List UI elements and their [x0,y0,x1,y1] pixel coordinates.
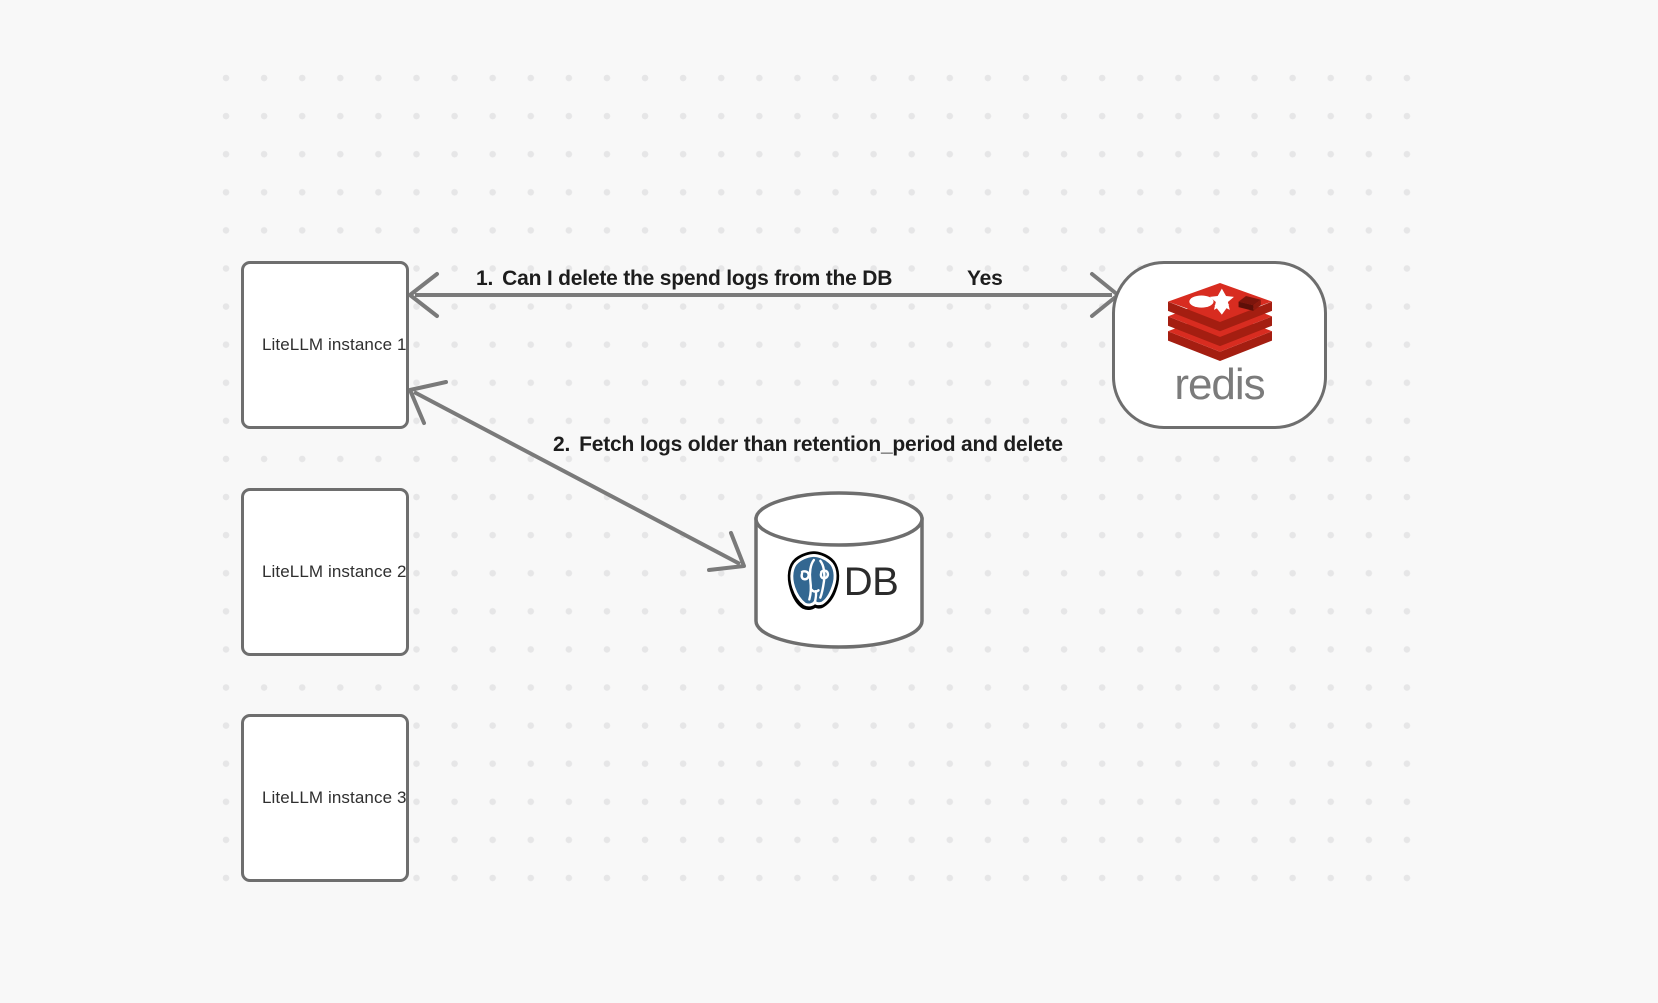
node-label: LiteLLM instance 1 [262,335,407,354]
arrowhead-downright-icon [707,531,746,572]
edge-line [413,390,741,566]
edge-label-text: Fetch logs older than retention_period a… [579,433,1063,456]
arrowhead-left-icon [408,272,439,318]
postgresql-elephant-icon [787,551,839,610]
redis-wordmark: redis [1174,360,1265,409]
edge-label-reply-yes: Yes [967,267,1003,290]
node-label: LiteLLM instance 2 [262,562,407,581]
cylinder-shape [754,491,924,649]
edge-step-number: 1. [476,267,494,290]
edge-label-step-1: 1. Can I delete the spend logs from the D… [476,267,892,291]
edge-step-number: 2. [553,433,571,456]
db-wordmark: DB [843,560,899,604]
edge-label-text: Can I delete the spend logs from the DB [502,267,893,290]
node-label: LiteLLM instance 3 [262,788,407,807]
arrowhead-upleft-icon [408,380,448,425]
node-litellm-instance-2[interactable]: LiteLLM instance 2 [241,488,409,656]
redis-logo-icon [1167,283,1272,361]
edge-label-step-2: 2. Fetch logs older than retention_period… [553,433,1063,457]
node-litellm-instance-3[interactable]: LiteLLM instance 3 [241,714,409,882]
node-litellm-instance-1[interactable]: LiteLLM instance 1 [241,261,409,429]
node-database[interactable]: DB [753,490,925,650]
node-redis[interactable]: redis [1112,261,1327,429]
edge-litellm1-db [408,380,746,572]
